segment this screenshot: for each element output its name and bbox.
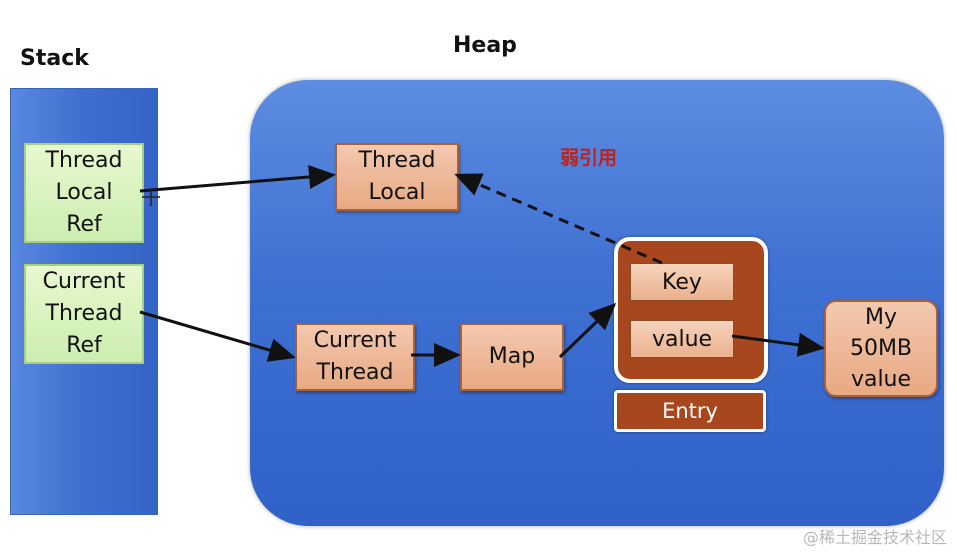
arrow-map-to-entry: [558, 302, 617, 359]
stack-title: Stack: [20, 46, 89, 71]
entry-label: Entry: [614, 390, 766, 432]
entry-value-box: value: [630, 320, 734, 358]
weak-reference-label: 弱引用: [560, 147, 618, 169]
map-box: Map: [460, 323, 564, 391]
my-50mb-value-box: My 50MB value: [824, 300, 938, 397]
arrow-value-to-my50mb: [731, 332, 825, 357]
watermark: @稀土掘金技术社区: [802, 528, 947, 547]
heap-title: Heap: [453, 33, 517, 58]
arrow-threadlocalref-to-threadlocal: [139, 165, 336, 193]
thread-local-ref-box: Thread Local Ref: [24, 143, 144, 243]
entry-container: Key value: [614, 237, 768, 383]
thread-local-box: Thread Local: [335, 143, 459, 211]
arrow-key-to-threadlocal-weak: [454, 173, 663, 265]
current-thread-ref-box: Current Thread Ref: [24, 264, 144, 364]
cursor-icon: [142, 188, 160, 206]
current-thread-box: Current Thread: [295, 323, 415, 391]
arrow-currentthreadref-to-currentthread: [139, 310, 296, 362]
entry-key-box: Key: [630, 263, 734, 301]
